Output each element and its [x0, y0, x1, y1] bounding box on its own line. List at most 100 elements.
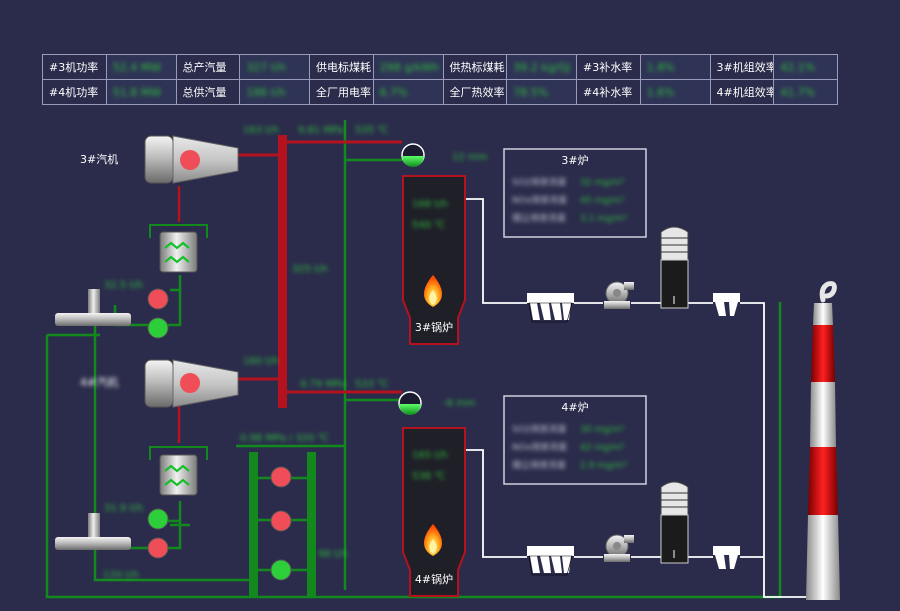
panel-row-name: NOx排放浓度 [512, 194, 567, 206]
valve-icon [270, 559, 292, 581]
steam-drum-icon [401, 143, 425, 167]
header-temp-readout: 535 ℃ [355, 125, 389, 136]
fan-3[interactable] [604, 281, 634, 309]
summary-label: 3#机组效率 [709, 54, 775, 80]
summary-value: 41.7% [773, 79, 838, 105]
emission-panel-3: 3#炉 SO2排放浓度 32 mg/m³ NOx排放浓度 45 mg/m³ 烟尘… [503, 148, 647, 238]
turbine-3[interactable]: 3#汽机 [80, 135, 239, 184]
steam-drum-icon [398, 391, 422, 415]
panel-title: 3#炉 [561, 154, 588, 167]
summary-value: 1.6% [639, 79, 711, 105]
desulfurizer-3[interactable] [660, 226, 689, 309]
precipitator-4[interactable] [527, 546, 574, 576]
boiler-4[interactable]: 4#锅炉 [402, 427, 466, 597]
panel-row-name: 烟尘排放浓度 [512, 459, 566, 471]
summary-label: #3补水率 [576, 54, 641, 80]
valve-3-upper[interactable] [147, 288, 169, 310]
header-pressure-readout: 9.81 MPa [298, 125, 344, 136]
turbine-3-exhaust-readout: 32.5 t/h [104, 280, 143, 291]
fan-4[interactable] [604, 534, 634, 562]
flame-icon [423, 524, 443, 556]
header-valve-3[interactable] [270, 559, 292, 581]
summary-value: 78.5% [506, 79, 577, 105]
summary-table: #3机功率 52.4 MW 总产汽量 327 t/h 供电标煤耗 298 g/k… [42, 54, 838, 105]
summary-label: #3机功率 [42, 54, 107, 80]
heat-station-vertical-readout: 98 t/h [318, 549, 348, 560]
panel-row-value: 32 mg/m³ [580, 178, 625, 188]
header-mid-temp-readout: 533 ℃ [355, 379, 389, 390]
turbine-4[interactable]: 4#汽机 [80, 359, 239, 408]
chimney-icon [806, 281, 840, 600]
condenser-icon [159, 454, 198, 496]
panel-row-value: 3.1 mg/m³ [580, 214, 627, 224]
summary-label: 全厂热效率 [442, 79, 508, 105]
chimney [806, 281, 840, 600]
header-valve-2[interactable] [270, 510, 292, 532]
steam-drum-3[interactable] [401, 143, 425, 167]
valve-icon [147, 317, 169, 339]
emission-panel-4: 4#炉 SO2排放浓度 30 mg/m³ NOx排放浓度 42 mg/m³ 烟尘… [503, 395, 647, 485]
boiler-3[interactable]: 3#锅炉 [402, 175, 466, 345]
valve-3-lower[interactable] [147, 317, 169, 339]
valve-icon [147, 288, 169, 310]
turbine-status-indicator [180, 373, 200, 393]
valve-icon [147, 508, 169, 530]
panel-title: 4#炉 [561, 401, 588, 414]
heat-station-header-readout: 0.98 MPa / 320 ℃ [240, 433, 329, 444]
panel-row-name: NOx排放浓度 [512, 441, 567, 453]
heat-station-flow-readout: 120 t/h [103, 570, 139, 581]
turbine-4-exhaust-readout: 31.9 t/h [104, 503, 143, 514]
flame-icon [423, 275, 443, 307]
panel-row-value: 30 mg/m³ [580, 425, 625, 435]
flue-ducts [465, 198, 815, 598]
steam-drum-4[interactable] [398, 391, 422, 415]
summary-value: 298 g/kWh [372, 54, 444, 80]
summary-value: 51.8 MW [105, 79, 177, 105]
drum-3-level-readout: 12 mm [452, 152, 487, 163]
boiler-4-reading: 165 t/h [412, 450, 448, 461]
panel-row-value: 45 mg/m³ [580, 196, 625, 206]
summary-value: 52.4 MW [105, 54, 177, 80]
summary-label: 全厂用电率 [309, 79, 374, 105]
turbine-4-flow-readout: 160 t/h [243, 356, 279, 367]
summary-label: 总产汽量 [175, 54, 241, 80]
boiler-4-reading: 538 ℃ [412, 471, 446, 482]
summary-value: 42.1% [773, 54, 838, 80]
drum-4-level-readout: -8 mm [443, 398, 476, 409]
valve-4-upper[interactable] [147, 508, 169, 530]
turbine-status-indicator [180, 150, 200, 170]
summary-value: 6.7% [372, 79, 444, 105]
header-valve-1[interactable] [270, 466, 292, 488]
desulfurizer-4[interactable] [660, 481, 689, 564]
panel-row-name: 烟尘排放浓度 [512, 212, 566, 224]
boiler-label: 4#锅炉 [415, 573, 453, 586]
turbine-label: 4#汽机 [80, 375, 118, 389]
header-vertical-readout: 325 t/h [292, 264, 328, 275]
header-mid-pressure-readout: 9.79 MPa [300, 379, 346, 390]
summary-value: 327 t/h [239, 54, 310, 80]
summary-value: 1.8% [639, 54, 711, 80]
hopper-3 [713, 293, 740, 316]
summary-value: 39.2 kg/GJ [506, 54, 577, 80]
condenser-icon [159, 231, 198, 273]
hopper-4 [713, 546, 740, 569]
desulfurizer-icon [660, 481, 689, 564]
summary-row-2: #4机功率 51.8 MW 总供汽量 186 t/h 全厂用电率 6.7% 全厂… [42, 79, 838, 105]
boiler-3-reading: 540 ℃ [412, 220, 446, 231]
valve-icon [147, 537, 169, 559]
pipe-stub-1 [55, 289, 131, 326]
panel-row-name: SO2排放浓度 [512, 176, 567, 188]
steam-pipes [177, 140, 402, 443]
precipitator-3[interactable] [527, 293, 574, 323]
condenser-4 [149, 446, 208, 496]
panel-row-name: SO2排放浓度 [512, 423, 567, 435]
fan-icon [604, 281, 634, 309]
main-steam-header [278, 135, 287, 408]
boiler-label: 3#锅炉 [415, 321, 453, 334]
valve-icon [270, 466, 292, 488]
valve-4-lower[interactable] [147, 537, 169, 559]
panel-row-value: 42 mg/m³ [580, 443, 625, 453]
fan-icon [604, 534, 634, 562]
